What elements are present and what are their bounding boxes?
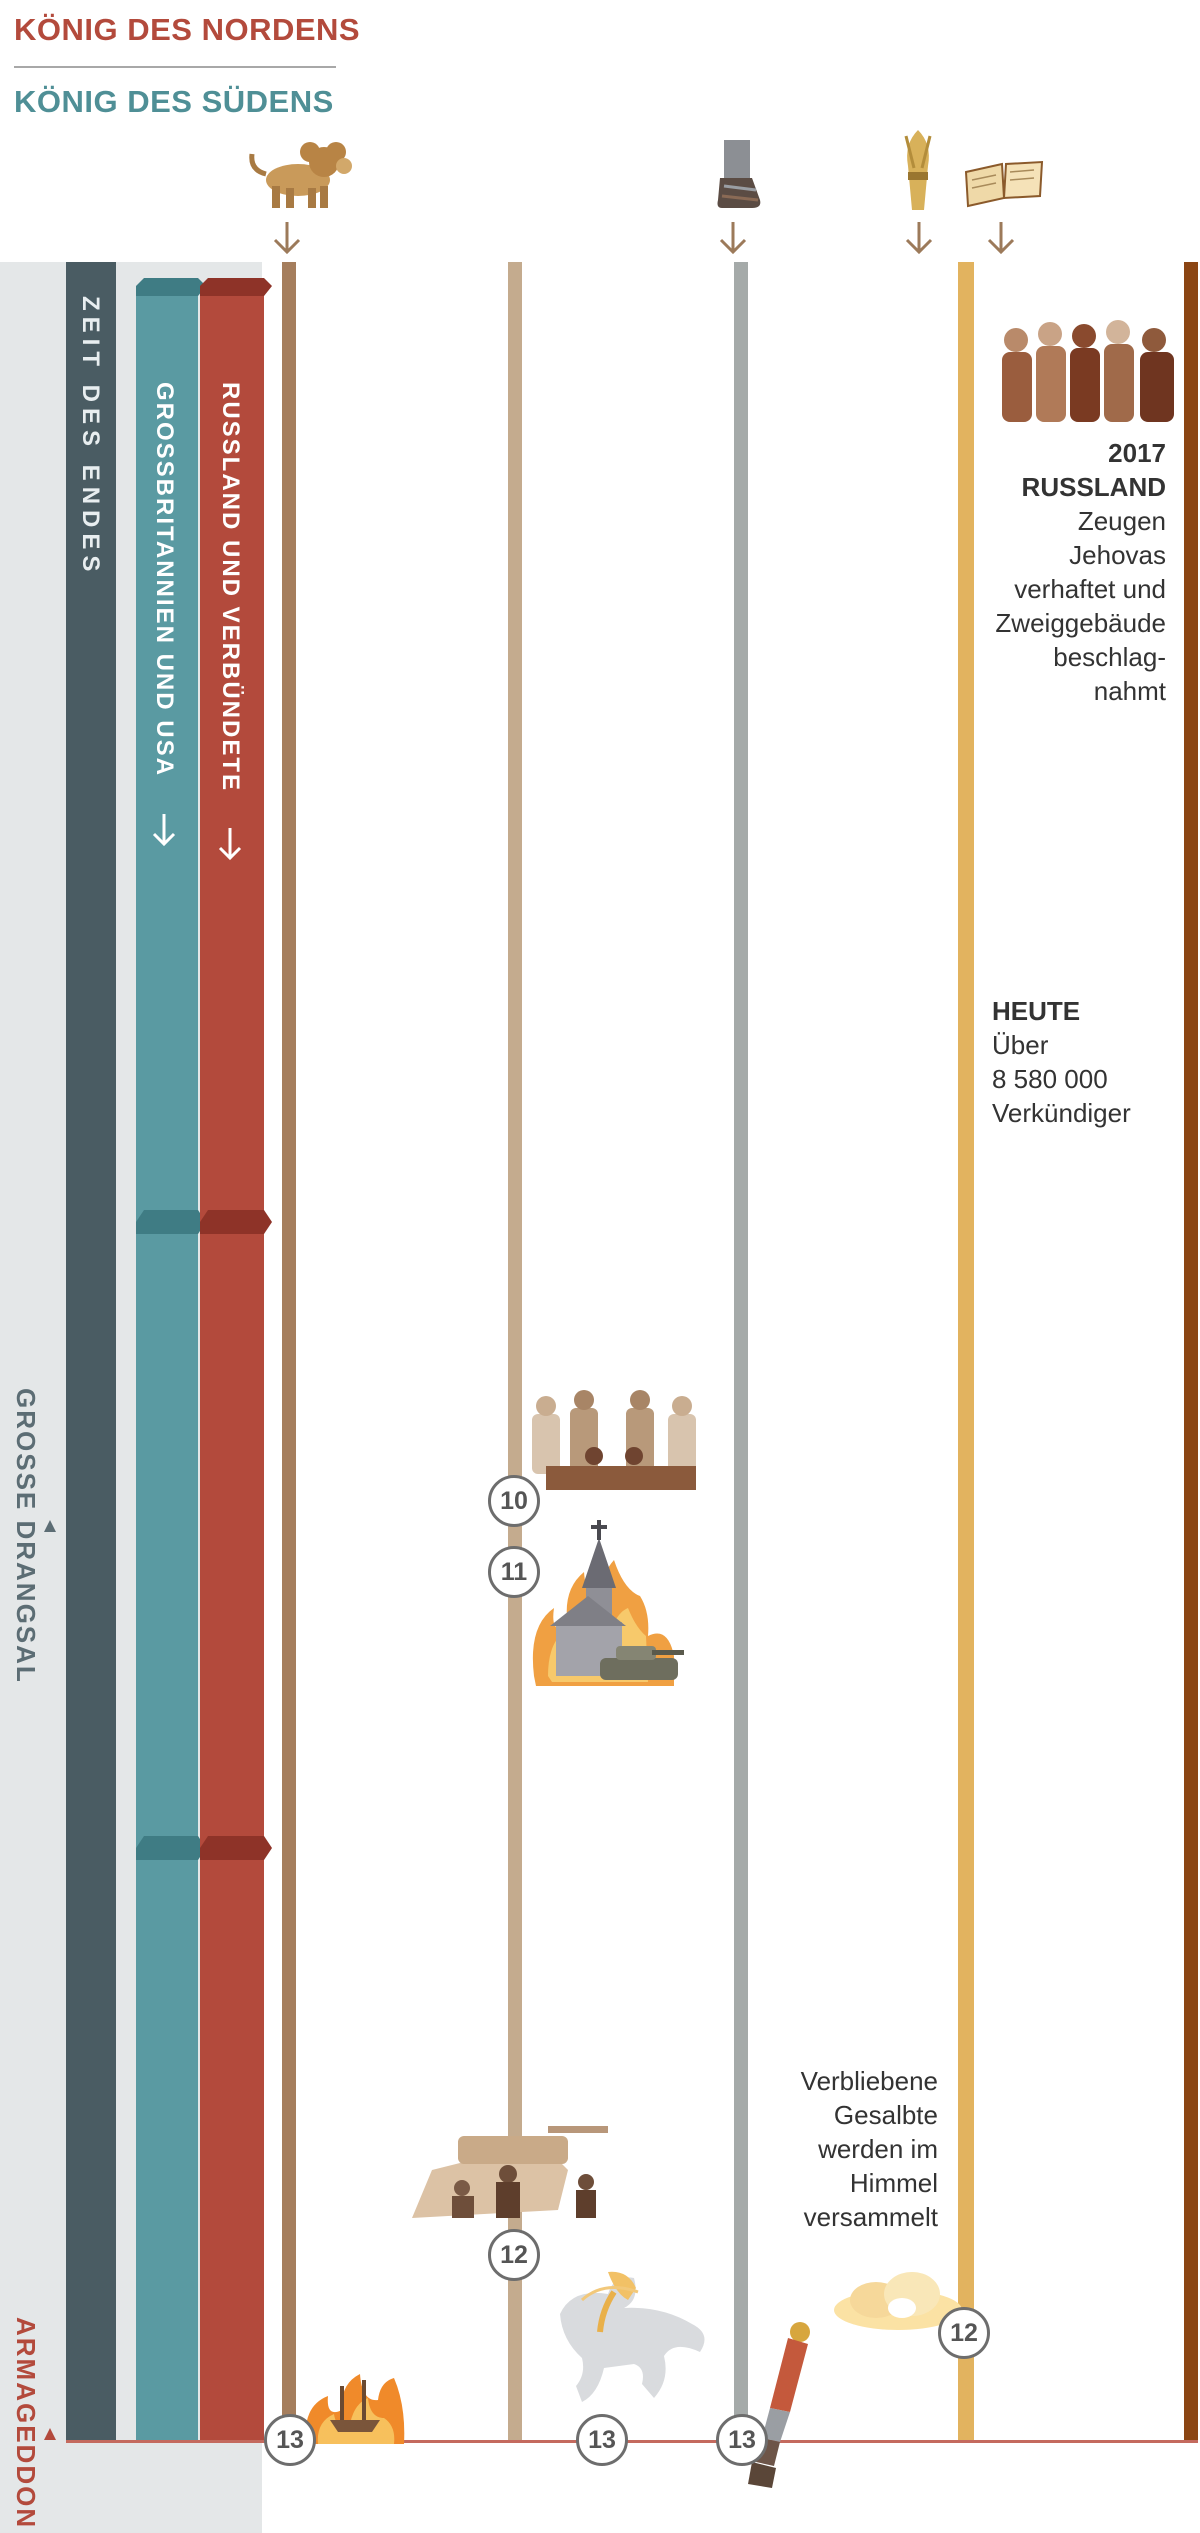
wheat-bundle-icon [904,130,932,210]
wild-beast-timeline [282,262,296,2442]
anointed-gathered-note: Verbliebene Gesalbte werden im Himmel ve… [760,2064,938,2234]
russia-note-line: nahmt [1093,676,1166,706]
falling-image-statue-icon [728,2322,810,2488]
king-of-south-label: GROSSBRITANNIEN UND USA [151,382,178,777]
anointed-line: werden im [818,2134,938,2164]
marker-13-horse: 13 [576,2414,628,2466]
open-bible-icon [964,160,1044,208]
arrow-down-icon-4 [987,222,1015,255]
armageddon-label: ARMAGEDDON [11,2317,41,2530]
arrow-down-icon-2 [719,222,747,255]
burning-ship-icon [305,2374,405,2444]
russia-note-line: Zweiggebäude [995,608,1166,638]
north-bar-chevron-mid2 [200,1836,272,1860]
russia-note-line: beschlag- [1053,642,1166,672]
great-tribulation-label: GROSSE DRANGSAL [11,1388,41,1684]
united-nations-illustration-icon [532,1390,696,1490]
time-of-end-bar [66,262,116,2442]
time-of-end-label: ZEIT DES ENDES [77,296,104,578]
king-of-south-bar [136,296,198,2442]
armageddon-baseline [66,2440,1198,2443]
great-tribulation-pointer-icon [44,1520,56,1532]
russia-note-country: RUSSLAND [1021,472,1166,502]
marker-13-statue: 13 [716,2414,768,2466]
russia-note-line: Jehovas [1069,540,1166,570]
north-bar-chevron-mid1 [200,1210,272,1234]
arrow-down-icon-3 [905,222,933,255]
today-publishers-note: HEUTE Über 8 580 000 Verkündiger [992,994,1192,1130]
marker-13-wild-beast: 13 [264,2414,316,2466]
today-heading: HEUTE [992,996,1081,1026]
feet-of-iron-and-clay-icon [717,140,761,208]
russia-note-line: verhaftet und [1014,574,1166,604]
today-line: 8 580 000 [992,1064,1108,1094]
north-down-arrow-icon [218,828,242,861]
arrow-down-icon-1 [273,222,301,255]
glowing-cloud-icon [834,2272,962,2330]
anointed-line: Himmel [849,2168,938,2198]
russia-note-line: Zeugen [1077,506,1166,536]
marker-10: 10 [488,1475,540,1527]
anointed-line: versammelt [803,2202,938,2232]
lion-beast-icon [249,142,352,208]
anointed-line: Gesalbte [833,2100,938,2130]
legend-divider [14,66,336,68]
south-bar-chevron-mid1 [136,1210,206,1234]
anointed-timeline [958,262,974,2442]
anointed-line: Verbliebene [800,2066,938,2096]
russia-2017-note: 2017 RUSSLAND Zeugen Jehovas verhaftet u… [960,436,1166,708]
image-feet-timeline [734,262,748,2442]
today-line: Über [992,1030,1049,1060]
south-bar-chevron-top [136,278,206,296]
south-bar-chevron-mid2 [136,1836,206,1860]
arrested-witnesses-illustration-icon [1002,320,1174,422]
marker-12-anointed: 12 [938,2307,990,2359]
armageddon-pointer-icon [44,2428,56,2440]
legend-king-of-north: KÖNIG DES NORDENS [14,12,361,47]
middle-timeline [508,262,522,2442]
marker-11: 11 [488,1546,540,1598]
today-line: Verkündiger [992,1098,1131,1128]
king-of-north-label: RUSSLAND UND VERBÜNDETE [217,382,244,793]
preaching-timeline [1184,262,1198,2442]
marker-12-battle: 12 [488,2229,540,2281]
white-horse-rider-icon [560,2271,705,2402]
legend-king-of-south: KÖNIG DES SÜDENS [14,84,334,119]
burning-church-illustration-icon [532,1520,684,1686]
russia-note-year: 2017 [1108,438,1166,468]
south-down-arrow-icon [152,814,176,847]
north-bar-chevron-top [200,278,272,296]
king-of-north-bar [200,296,264,2442]
battle-illustration-icon [412,2126,608,2218]
